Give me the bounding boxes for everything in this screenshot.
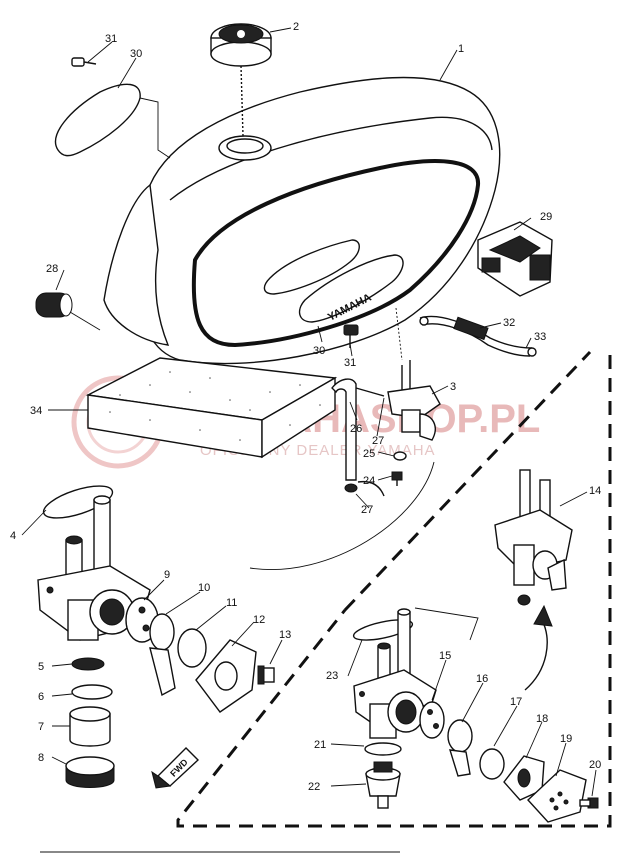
callout-5: 5 — [38, 661, 44, 673]
callout-31-top: 31 — [105, 33, 117, 45]
callout-31-lower: 31 — [344, 357, 356, 369]
callout-21: 21 — [314, 739, 326, 751]
curved-arrow-icon — [524, 604, 553, 691]
fuel-tank: YAMAHA — [103, 76, 501, 365]
callout-4: 4 — [10, 530, 16, 542]
callout-23: 23 — [326, 670, 338, 682]
callout-34: 34 — [30, 405, 42, 417]
callout-6: 6 — [38, 691, 44, 703]
callout-8: 8 — [38, 752, 44, 764]
fuel-cock-upper — [387, 307, 441, 441]
callout-30-top: 30 — [130, 48, 142, 60]
callout-12: 12 — [253, 614, 265, 626]
emblem-gasket — [54, 83, 171, 159]
fwd-arrow-icon: FWD — [151, 747, 200, 789]
callout-17: 17 — [510, 696, 522, 708]
fuel-tank-band — [419, 315, 537, 357]
screw-24 — [391, 471, 403, 486]
filler-neck-inner — [226, 138, 264, 154]
callout-33: 33 — [534, 331, 546, 343]
damper-28 — [35, 292, 101, 331]
tank-stripe — [191, 159, 481, 348]
leader-cock-down — [249, 461, 435, 570]
screw-31-top — [71, 57, 97, 67]
fuel-cock-left — [37, 485, 275, 788]
callout-9: 9 — [164, 569, 170, 581]
filler-cap — [210, 23, 272, 137]
callout-30-lower: 30 — [313, 345, 325, 357]
fuel-cock-assy-14 — [494, 469, 573, 606]
callout-19: 19 — [560, 733, 572, 745]
washer-25 — [393, 451, 407, 461]
callout-15: 15 — [439, 650, 451, 662]
fuel-hose — [331, 378, 385, 497]
callout-14: 14 — [589, 485, 601, 497]
callout-1: 1 — [458, 43, 464, 55]
callout-3: 3 — [450, 381, 456, 393]
tank-contour — [169, 116, 493, 201]
callout-16: 16 — [476, 673, 488, 685]
fuel-cock-right-exploded — [352, 608, 599, 823]
callout-27-upper: 27 — [372, 435, 384, 447]
leader-inset-box — [414, 607, 479, 641]
tank-knee-skirt — [103, 183, 170, 346]
callout-26: 26 — [350, 423, 362, 435]
damper-block-29 — [477, 221, 553, 297]
callout-29: 29 — [540, 211, 552, 223]
callout-numbers: 1 2 3 4 5 6 7 8 9 10 11 12 13 14 15 16 1… — [10, 21, 601, 793]
callout-22: 22 — [308, 781, 320, 793]
inset-boundary — [176, 350, 612, 828]
callout-2: 2 — [293, 21, 299, 33]
filler-neck — [218, 135, 272, 161]
callout-10: 10 — [198, 582, 210, 594]
callout-20: 20 — [589, 759, 601, 771]
callout-32: 32 — [503, 317, 515, 329]
leader-lines — [21, 27, 597, 797]
callout-27-lower: 27 — [361, 504, 373, 516]
callout-25: 25 — [363, 448, 375, 460]
callout-24: 24 — [363, 475, 375, 487]
callout-11: 11 — [226, 597, 237, 609]
tank-badge-slot — [263, 239, 360, 295]
callout-13: 13 — [279, 629, 291, 641]
callout-7: 7 — [38, 721, 44, 733]
callout-18: 18 — [536, 713, 548, 725]
callout-28: 28 — [46, 263, 58, 275]
foam-pad — [85, 357, 338, 459]
